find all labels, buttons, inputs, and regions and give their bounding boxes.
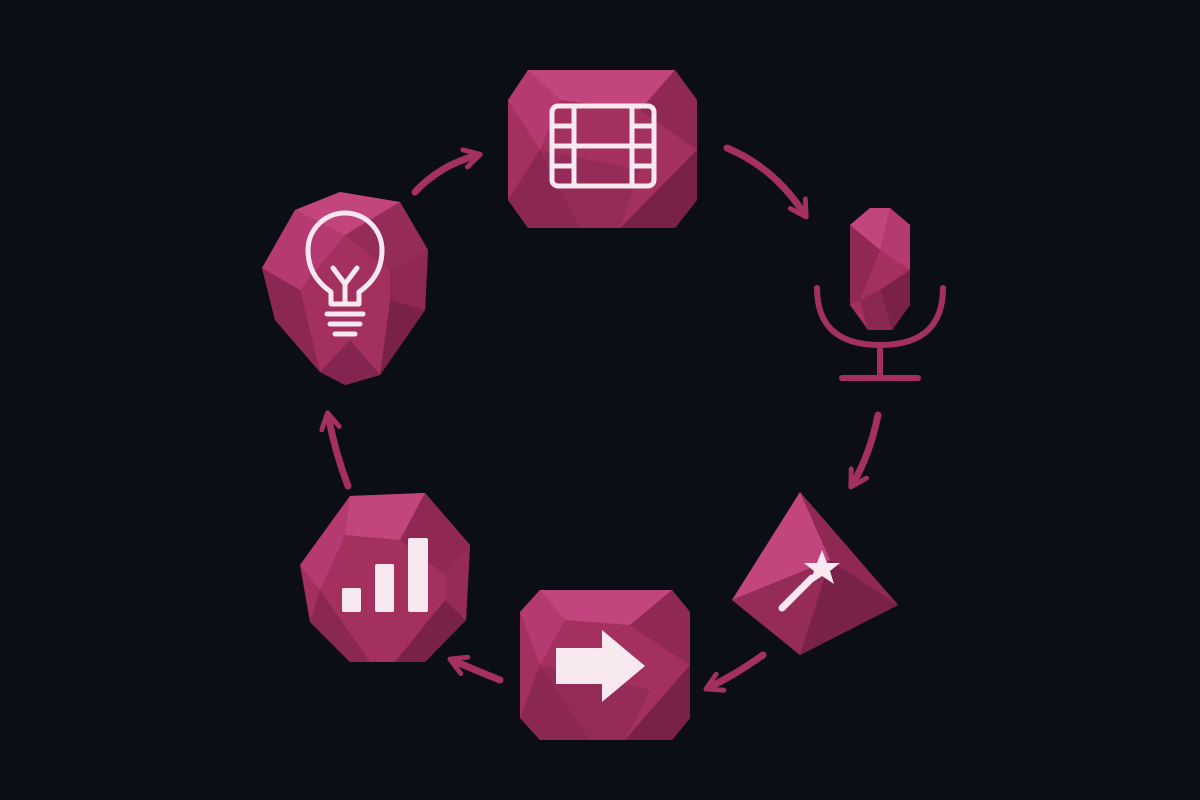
arrow-publish-to-analytics [452,660,504,684]
node-effects[interactable] [732,492,898,655]
node-ideas[interactable] [262,192,428,385]
video-gem [508,70,697,228]
node-video[interactable] [508,70,697,228]
arrow-video-to-audio [723,144,805,215]
arrow-effects-to-publish [708,651,767,688]
arrow-right-icon [556,630,645,702]
arrow-analytics-to-ideas [328,415,352,490]
audio-gem [850,208,910,330]
film-strip-icon [549,103,657,189]
arrow-audio-to-effects [852,411,882,485]
lightbulb-icon [305,210,385,337]
bar-chart-icon [342,538,428,612]
ideas-gem [262,192,428,385]
arrow-ideas-to-video [411,155,478,196]
connectors [328,144,882,688]
node-publish[interactable] [520,590,690,740]
magic-wand-icon [778,550,840,612]
node-audio[interactable] [814,208,946,381]
microphone-icon [814,285,946,381]
node-analytics[interactable] [300,493,470,662]
